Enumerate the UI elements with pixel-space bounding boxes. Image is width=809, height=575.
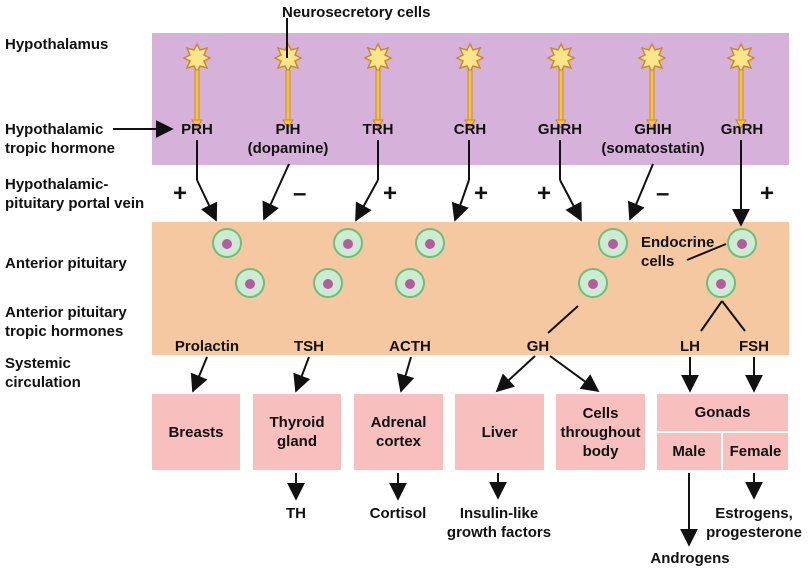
pituitary-hormone-lh: LH: [680, 338, 700, 355]
product-igf-1: Insulin-like: [459, 505, 539, 522]
cells-label-3: body: [582, 442, 619, 460]
hormone-pih-sub: (dopamine): [247, 140, 329, 157]
hormone-crh: CRH: [453, 121, 487, 138]
pituitary-hormone-acth: ACTH: [389, 338, 431, 355]
neurosecretory-cell-icon: [363, 42, 393, 128]
neurosecretory-cell-icon: [455, 42, 485, 128]
endocrine-cell-icon: [333, 228, 363, 258]
hormone-prh: PRH: [181, 121, 213, 138]
endocrine-cell-icon: [235, 268, 265, 298]
inhibit-sign: –: [656, 180, 670, 207]
endocrine-cells-label-1: Endocrine: [641, 234, 715, 251]
pituitary-hormone-fsh: FSH: [739, 338, 769, 355]
systemic-label-1: Systemic: [5, 355, 71, 372]
neurosecretory-cell-icon: [182, 42, 212, 128]
thyroid-label-1: Thyroid: [269, 414, 325, 431]
target-breasts: Breasts: [152, 394, 240, 470]
product-cortisol: Cortisol: [369, 505, 427, 522]
stimulate-sign: +: [474, 180, 489, 207]
lh-branch: [700, 300, 723, 332]
neurosecretory-cell-icon: [637, 42, 667, 128]
neurosecretory-cell-icon: [726, 42, 756, 128]
male-label: Male: [672, 443, 706, 460]
product-androgens: Androgens: [650, 550, 730, 567]
trh-arrow: [355, 179, 379, 222]
endocrine-cell-icon: [212, 228, 242, 258]
liver-label: Liver: [481, 423, 518, 441]
hormone-ghih-sub: (somatostatin): [601, 140, 705, 157]
endocrine-cell-icon: [727, 228, 757, 258]
target-adrenal-cortex: Adrenal cortex: [354, 394, 443, 470]
hypothalamic-tropic-label-2: tropic hormone: [5, 140, 116, 157]
gh-branch: [547, 305, 579, 334]
endocrine-cell-icon: [598, 228, 628, 258]
product-estrogens-2: progesterone: [706, 524, 802, 541]
target-liver: Liver: [455, 394, 544, 470]
product-estrogens-1: Estrogens,: [715, 505, 793, 522]
gh-liver-arrow: [495, 355, 536, 393]
hypothalamus-label: Hypothalamus: [5, 36, 109, 53]
neurosecretory-cells-label: Neurosecretory cells: [282, 4, 431, 21]
anterior-pituitary-label: Anterior pituitary: [5, 255, 127, 272]
hypothalamic-tropic-label-1: Hypothalamic: [5, 121, 104, 138]
fsh-branch: [721, 300, 746, 332]
target-cells-throughout-body: Cells throughout body: [556, 394, 645, 470]
endocrine-cell-icon: [313, 268, 343, 298]
pih-arrow: [262, 163, 290, 221]
target-female: Female: [723, 433, 788, 470]
gonads-label: Gonads: [694, 404, 751, 421]
pointer-line: [686, 243, 727, 261]
anterior-tropic-label-1: Anterior pituitary: [5, 304, 127, 321]
ghrh-arrow: [559, 179, 582, 222]
endocrine-cell-icon: [578, 268, 608, 298]
adrenal-label-1: Adrenal: [370, 414, 427, 431]
pituitary-hormone-prolactin: Prolactin: [174, 338, 240, 355]
prolactin-arrow: [190, 356, 208, 393]
target-gonads: Gonads: [657, 394, 788, 431]
portal-vein-label-1: Hypothalamic-: [5, 176, 109, 193]
portal-vein-label-2: pituitary portal vein: [5, 195, 145, 212]
endocrine-cell-icon: [415, 228, 445, 258]
hormone-gnrh: GnRH: [720, 121, 764, 138]
stimulate-sign: +: [383, 180, 398, 207]
prh-arrow: [196, 179, 218, 222]
endocrine-cell-icon: [395, 268, 425, 298]
hormone-ghih: GHIH: [634, 121, 672, 138]
neurosecretory-cell-icon: [546, 42, 576, 128]
cells-label-2: throughout: [560, 423, 641, 441]
hormone-pih: PIH: [275, 121, 301, 138]
acth-arrow: [396, 356, 415, 393]
target-male: Male: [657, 433, 721, 470]
stimulate-sign: +: [760, 180, 775, 207]
pituitary-hormone-tsh: TSH: [294, 338, 324, 355]
gh-cells-arrow: [549, 355, 600, 393]
target-thyroid-gland: Thyroid gland: [253, 394, 341, 470]
hormone-trh: TRH: [362, 121, 394, 138]
anterior-tropic-label-2: tropic hormones: [5, 323, 124, 340]
breasts-label: Breasts: [168, 423, 224, 441]
thyroid-label-2: gland: [277, 433, 317, 450]
hormone-ghrh: GHRH: [537, 121, 583, 138]
cells-label-1: Cells: [582, 404, 619, 422]
crh-arrow: [451, 179, 470, 222]
ghih-arrow: [627, 163, 654, 221]
systemic-label-2: circulation: [5, 374, 81, 391]
endocrine-cell-icon: [706, 268, 736, 298]
product-igf-2: growth factors: [446, 524, 552, 541]
stimulate-sign: +: [537, 180, 552, 207]
female-label: Female: [729, 443, 782, 460]
pituitary-hormone-gh: GH: [526, 338, 550, 355]
product-th: TH: [286, 505, 306, 522]
endocrine-cells-label-2: cells: [641, 253, 675, 270]
stimulate-sign: +: [173, 180, 188, 207]
adrenal-label-2: cortex: [375, 433, 422, 450]
inhibit-sign: –: [293, 180, 307, 207]
tsh-arrow: [293, 356, 311, 393]
